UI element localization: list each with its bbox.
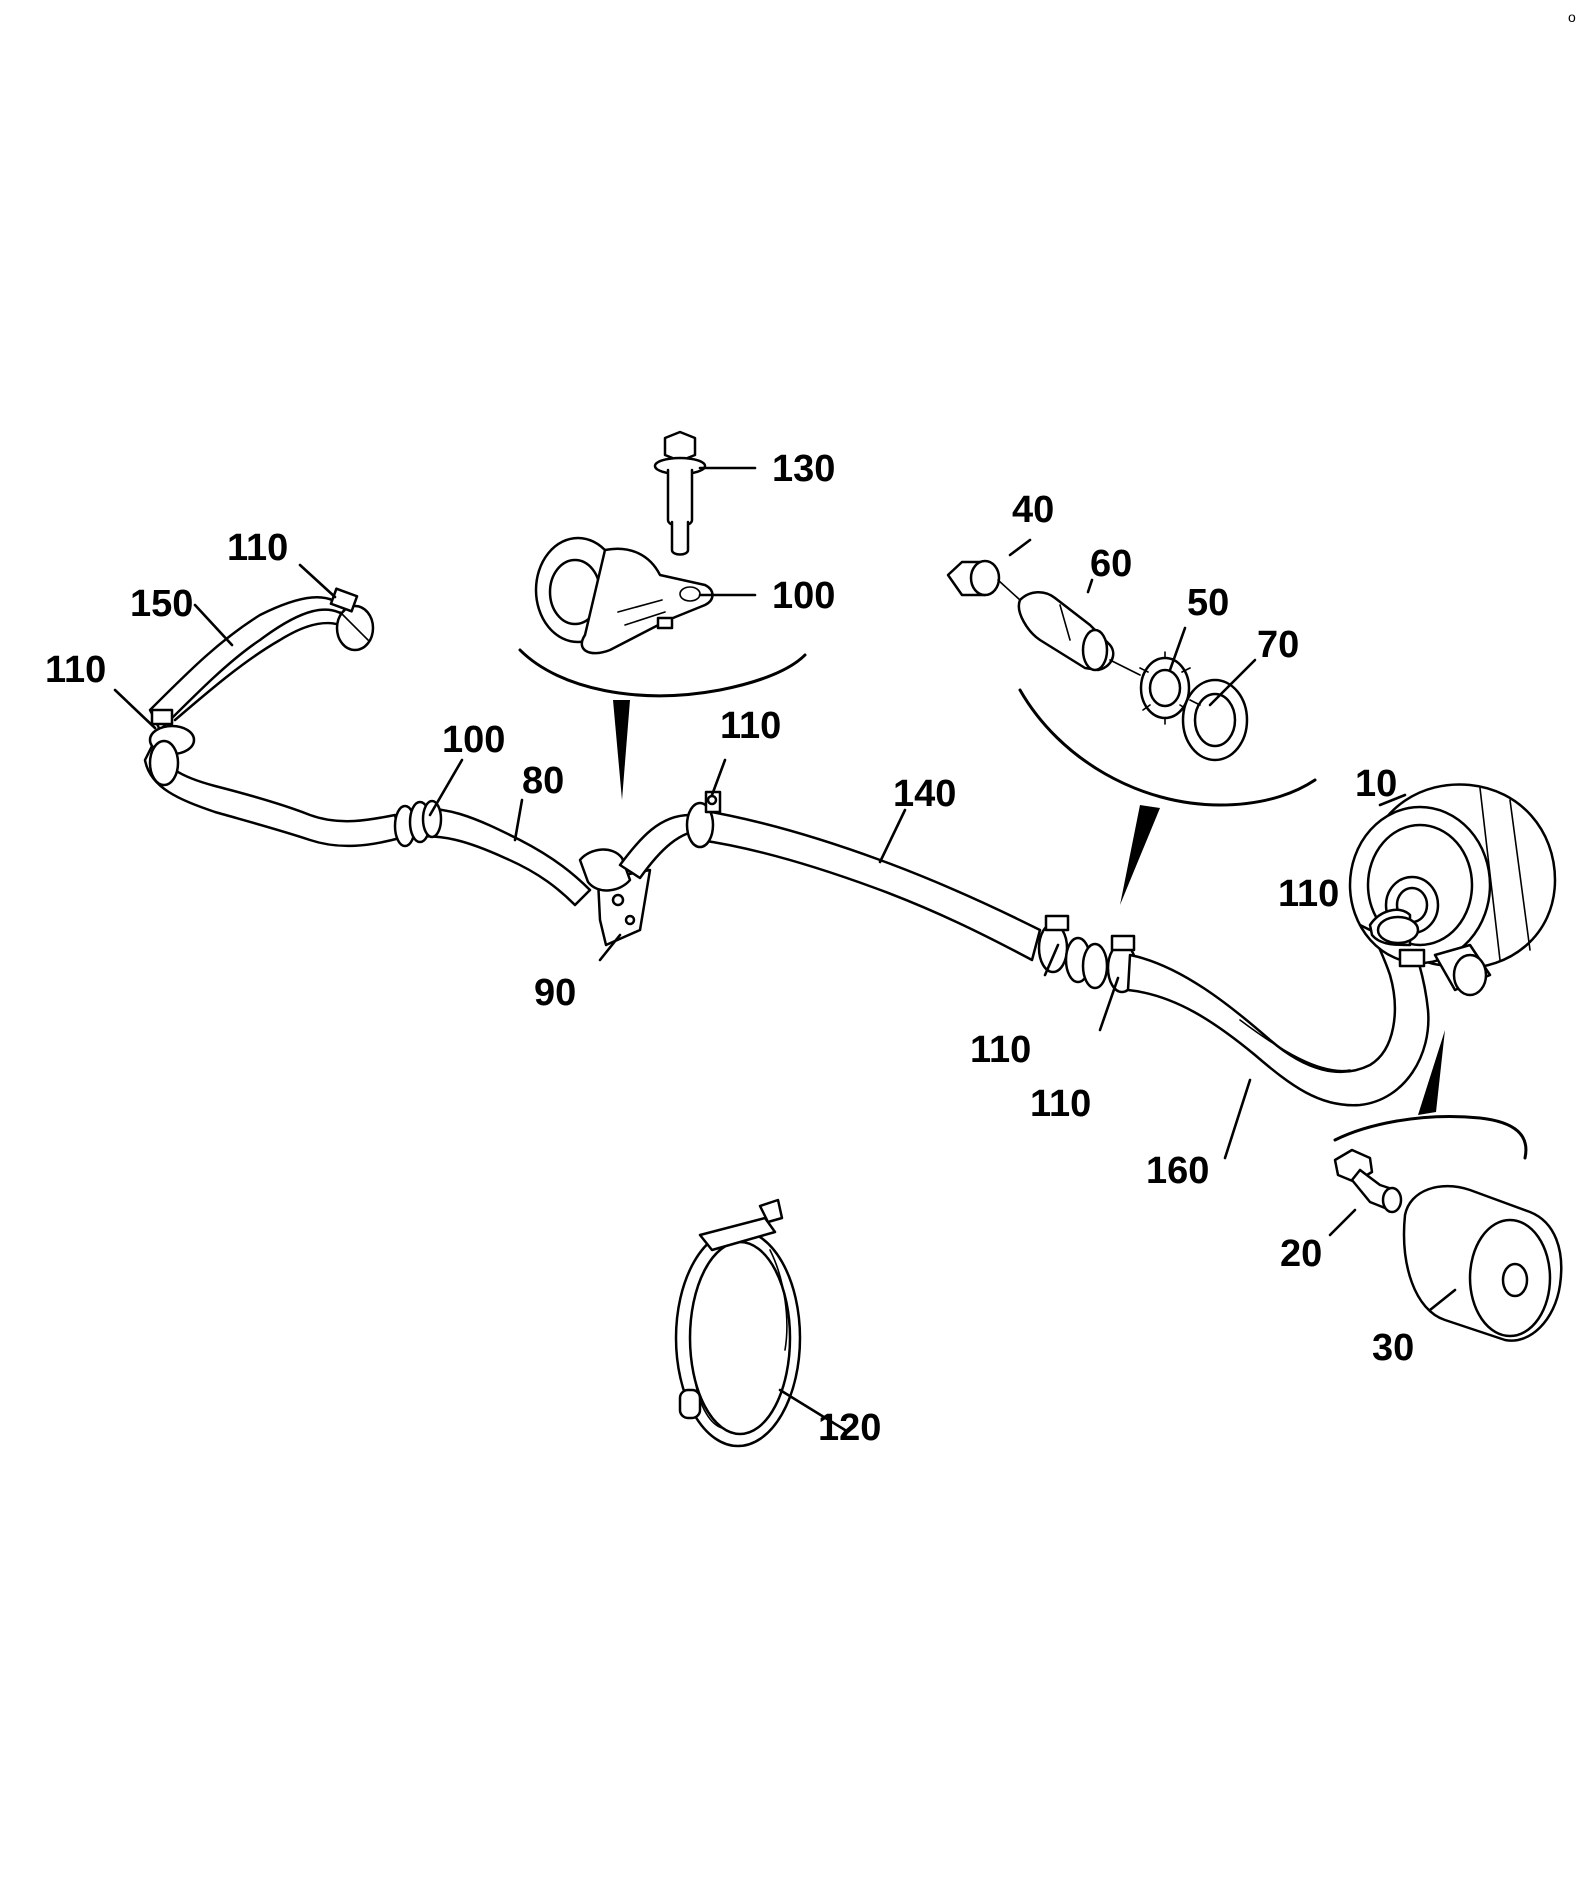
corner-mark: o xyxy=(1568,9,1576,25)
callout-30: 30 xyxy=(1372,1327,1414,1369)
callout-60: 60 xyxy=(1090,543,1132,585)
callout-160: 160 xyxy=(1146,1150,1209,1192)
clamp-110-mid xyxy=(685,790,722,849)
detail-indicator-top xyxy=(518,648,807,800)
leader-lines xyxy=(113,466,1457,1432)
callout-80: 80 xyxy=(522,760,564,802)
callout-40: 40 xyxy=(1012,489,1054,531)
clamp-120 xyxy=(674,1198,802,1448)
callout-110-lower-a: 110 xyxy=(970,1029,1031,1071)
callout-labels: 130 100 40 60 50 70 10 110 110 150 110 1… xyxy=(45,448,1414,1449)
callout-110-left: 110 xyxy=(45,649,106,691)
hose-140 xyxy=(618,808,1042,962)
callout-150: 150 xyxy=(130,583,193,625)
clip-100-top xyxy=(534,536,714,655)
adapter-20 xyxy=(1333,1148,1403,1214)
callout-70: 70 xyxy=(1257,624,1299,666)
pump-10 xyxy=(1348,783,1557,997)
assembly-axis-line xyxy=(997,579,1201,706)
nut-40 xyxy=(946,559,1001,597)
clamp-110-pump xyxy=(1376,915,1426,968)
callout-130: 130 xyxy=(772,448,835,490)
washer-70 xyxy=(1181,678,1249,762)
callout-10: 10 xyxy=(1355,763,1397,805)
bracket-90 xyxy=(578,848,652,947)
callout-110-mid: 110 xyxy=(720,705,781,747)
clamp-110-top xyxy=(329,587,375,652)
callout-140: 140 xyxy=(893,773,956,815)
callout-20: 20 xyxy=(1280,1233,1322,1275)
callout-110-pump: 110 xyxy=(1278,873,1339,915)
fitting-60 xyxy=(1017,591,1115,672)
bolt-130 xyxy=(653,430,707,556)
detail-indicator-bottom xyxy=(1333,1030,1528,1160)
callout-110-top: 110 xyxy=(227,527,288,569)
lockwasher-50 xyxy=(1139,651,1191,725)
callout-120: 120 xyxy=(818,1407,881,1449)
clamp-110-left xyxy=(148,708,196,787)
pipe-80 xyxy=(143,738,592,907)
coupling-100-hose xyxy=(393,799,443,848)
callout-90: 90 xyxy=(534,972,576,1014)
callout-50: 50 xyxy=(1187,582,1229,624)
filter-30 xyxy=(1402,1185,1563,1342)
callout-100-clip: 100 xyxy=(772,575,835,617)
detail-indicator-right xyxy=(1018,688,1317,905)
callout-100-hose: 100 xyxy=(442,719,505,761)
callout-110-lower-b: 110 xyxy=(1030,1083,1091,1125)
